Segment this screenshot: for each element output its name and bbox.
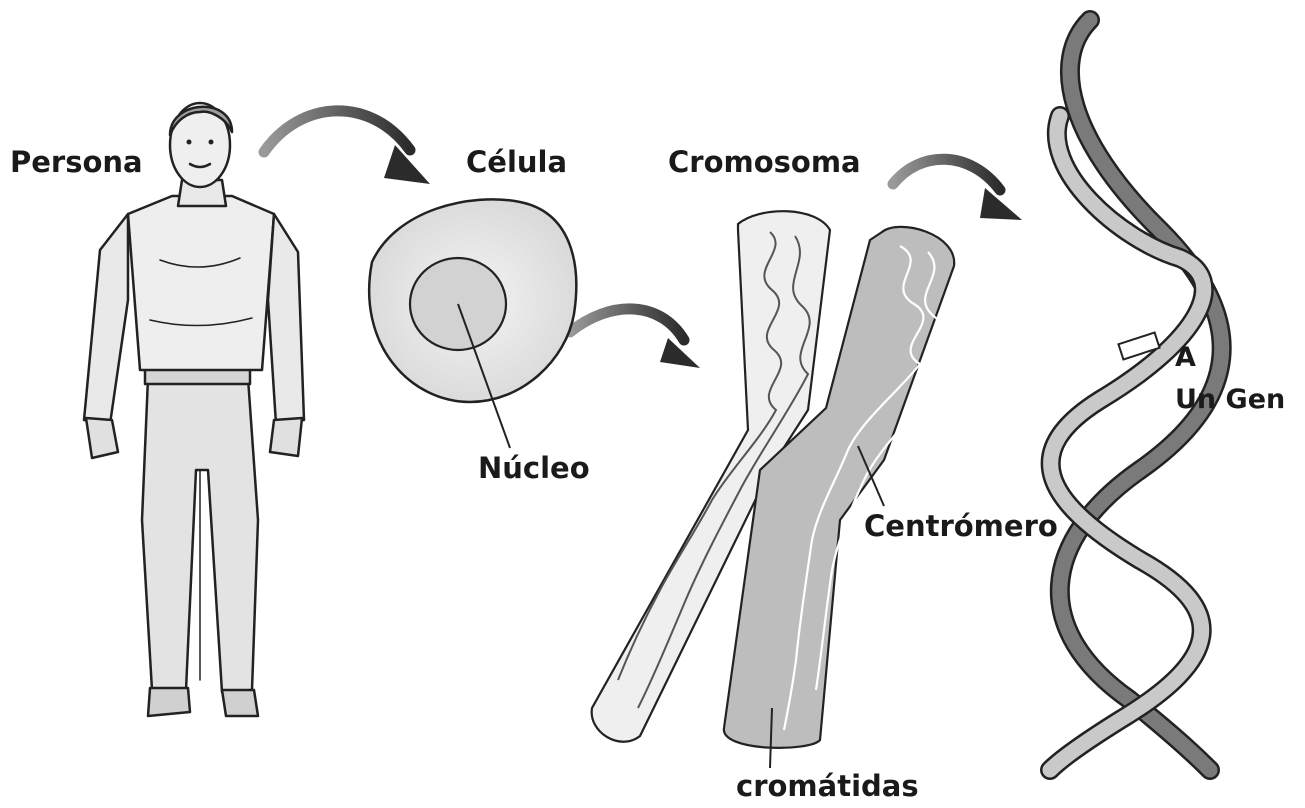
label-nucleo: Núcleo [478, 454, 590, 483]
arrow-cell-to-chromosome [570, 309, 700, 368]
arrow-person-to-cell [264, 111, 430, 184]
arrow-chromosome-to-dna [893, 159, 1022, 220]
label-celula: Célula [466, 148, 567, 177]
chromosome-illustration [592, 211, 955, 748]
label-cromosoma: Cromosoma [668, 148, 861, 177]
label-gene: Un Gen [1175, 386, 1285, 413]
label-gene-letter: A [1175, 344, 1196, 371]
label-persona: Persona [10, 148, 143, 177]
label-cromatidas: cromátidas [736, 772, 919, 801]
person-illustration [84, 103, 304, 716]
label-centromero: Centrómero [864, 512, 1058, 541]
